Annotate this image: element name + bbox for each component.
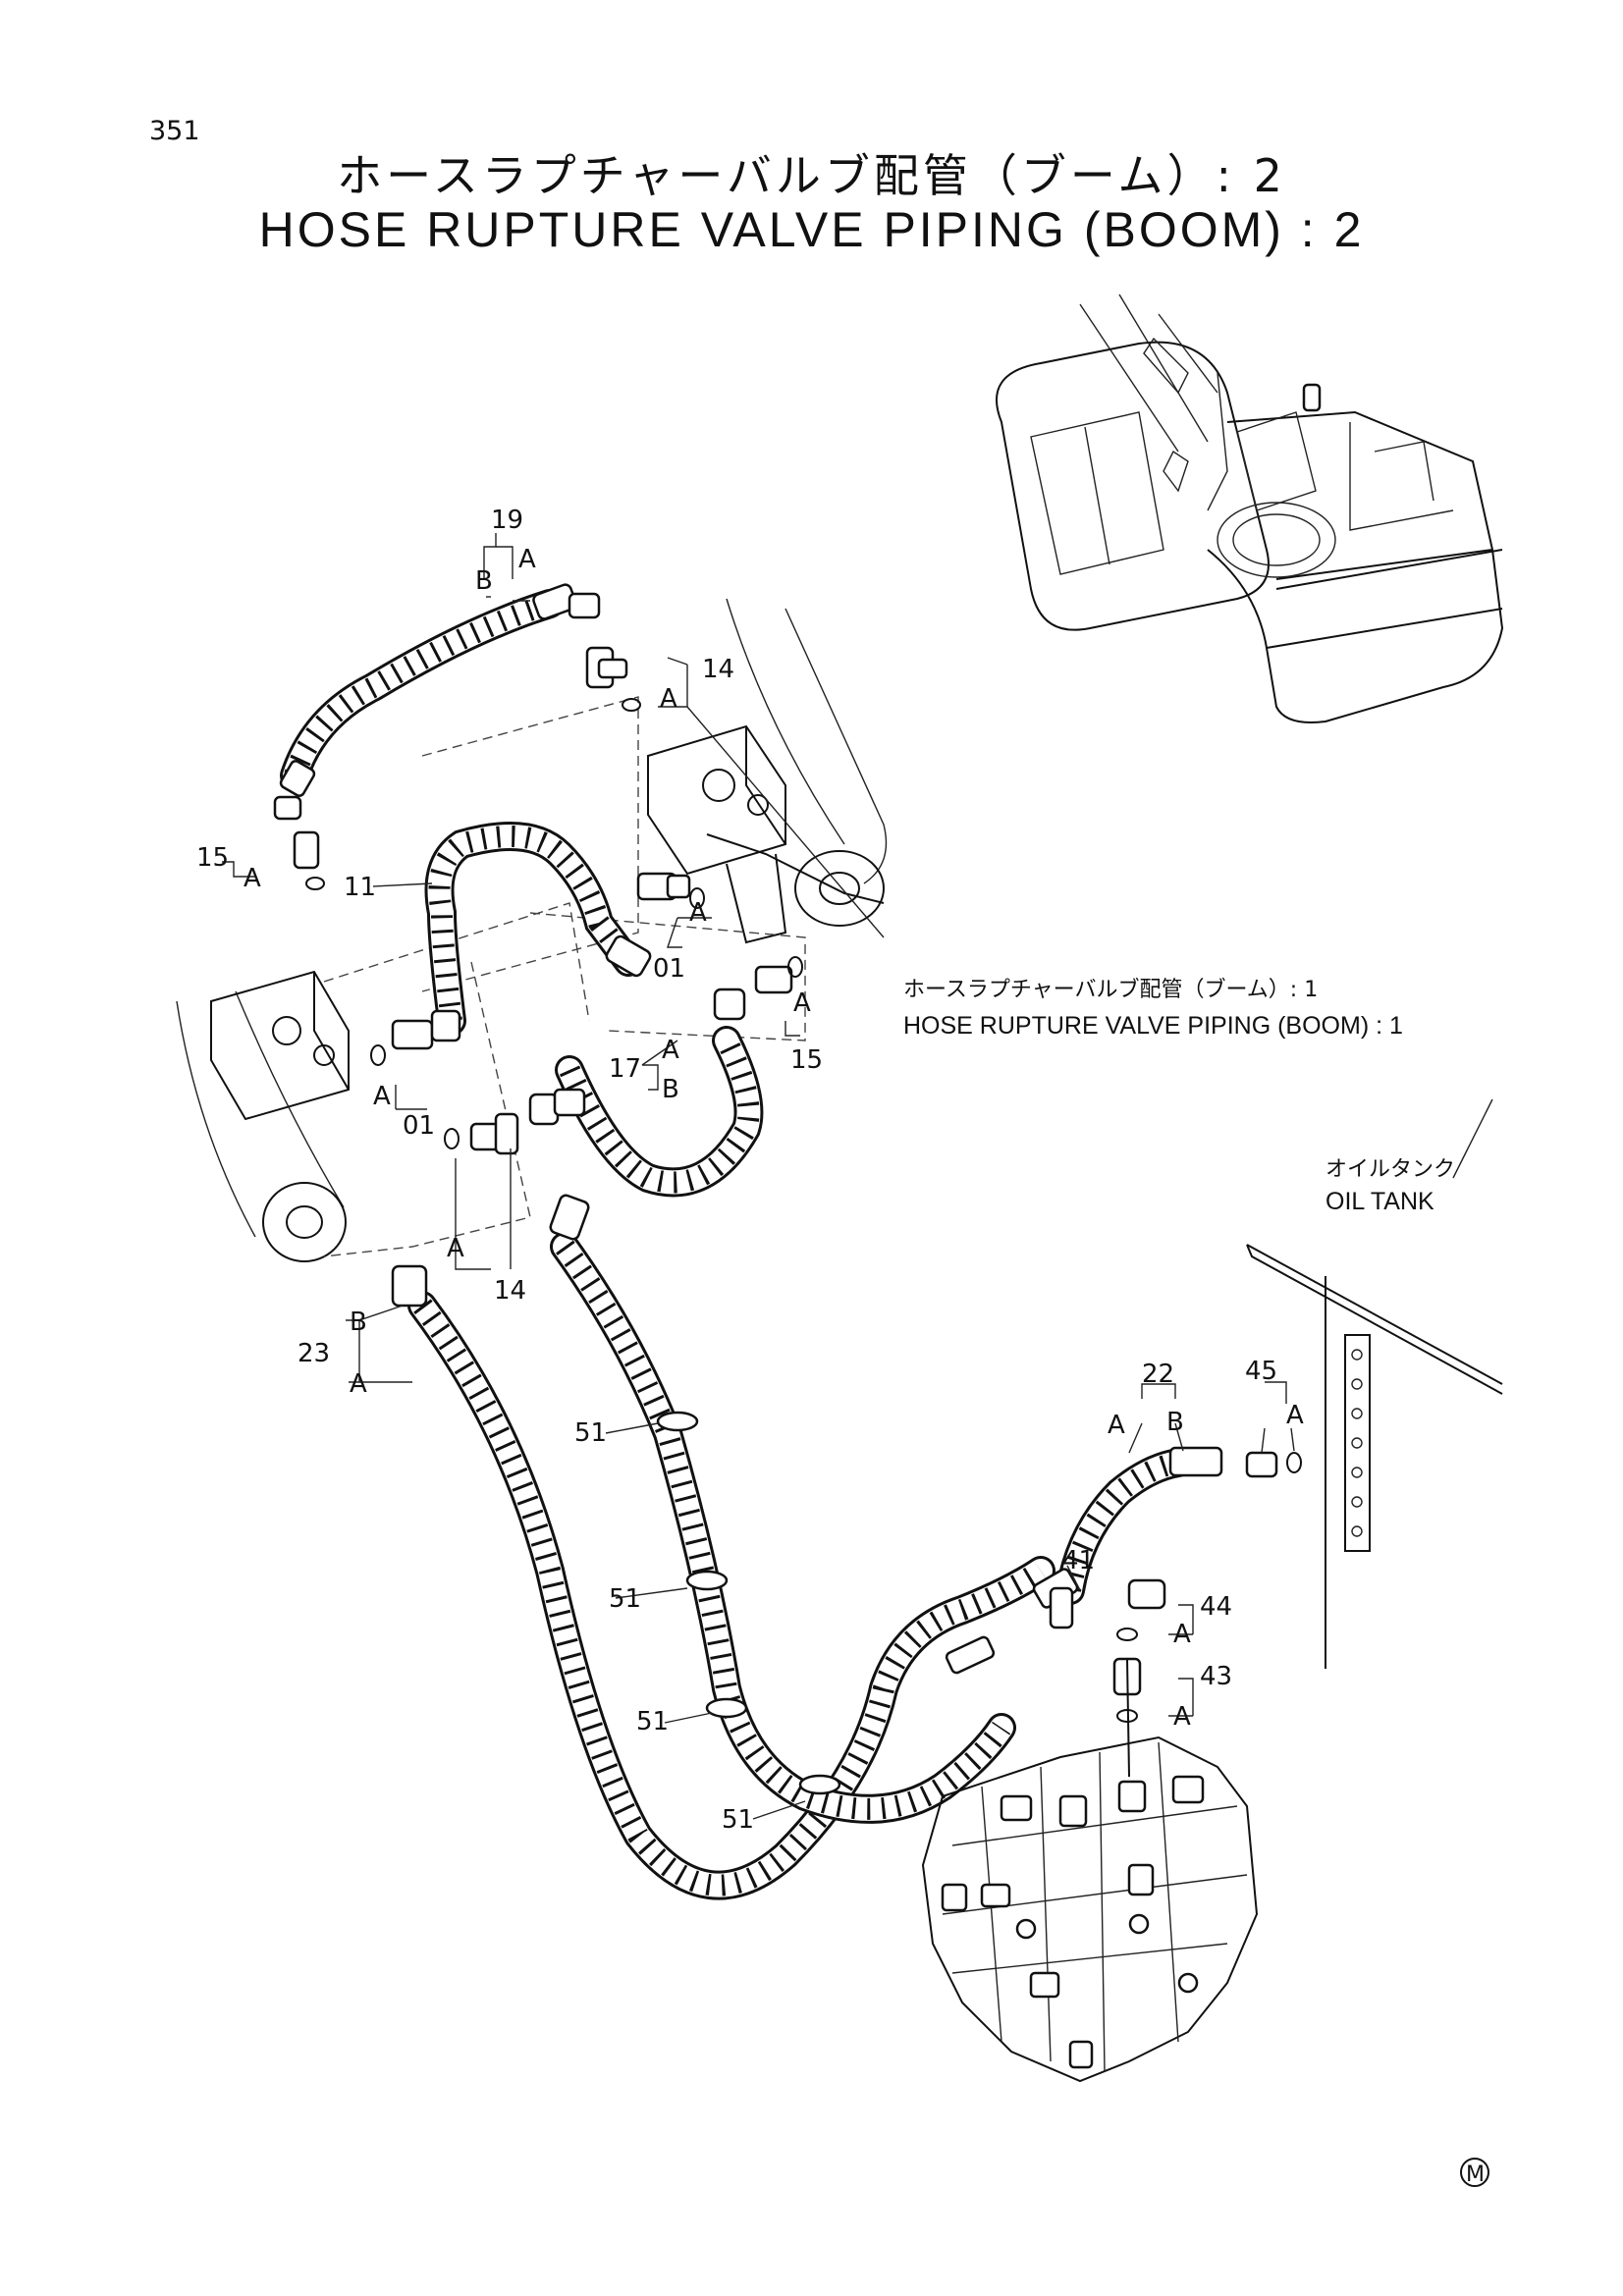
callout-15-left-A: A	[243, 864, 261, 893]
callout-15-left: 15	[196, 843, 229, 873]
callout-A-upper: A	[689, 898, 707, 928]
hose-19	[280, 589, 565, 790]
oil-tank-label-jp: オイルタンク	[1325, 1157, 1455, 1182]
callout-15-right: 15	[790, 1045, 823, 1075]
callout-19: 19	[491, 506, 523, 535]
control-valve-assembly	[921, 1658, 1259, 2083]
callout-23: 23	[298, 1339, 330, 1368]
callout-17-B: B	[662, 1075, 679, 1104]
oil-tank	[1246, 1098, 1503, 1669]
callout-17-A: A	[662, 1036, 679, 1065]
callout-19-B: B	[475, 566, 493, 596]
excavator-inset-illustration	[996, 294, 1504, 723]
hose-17	[555, 1026, 764, 1198]
callout-14-top-A: A	[660, 684, 677, 714]
callout-14-top: 14	[702, 655, 734, 684]
oil-tank-label-en: OIL TANK	[1325, 1188, 1434, 1215]
callout-22-A: A	[1108, 1411, 1125, 1440]
reference-piping-1-en: HOSE RUPTURE VALVE PIPING (BOOM) : 1	[903, 1012, 1403, 1040]
page-number: 351	[149, 116, 200, 146]
callout-51-b: 51	[609, 1584, 641, 1614]
callout-A-left: A	[373, 1082, 391, 1111]
callout-23-B: B	[350, 1308, 367, 1337]
o-rings	[305, 698, 1302, 1723]
callout-leaders	[222, 533, 1295, 1820]
callout-45-A: A	[1286, 1401, 1304, 1430]
callout-22: 22	[1142, 1360, 1174, 1389]
svg-text:M: M	[1466, 2163, 1485, 2187]
title-english: HOSE RUPTURE VALVE PIPING (BOOM) : 2	[258, 202, 1365, 257]
callout-51-c: 51	[636, 1707, 669, 1736]
reference-notes: ホースラプチャーバルブ配管（ブーム）: 1 HOSE RUPTURE VALVE…	[903, 978, 1455, 1215]
hose-51-bundle	[550, 1232, 1016, 1824]
callout-22-B: B	[1166, 1408, 1184, 1437]
callout-17: 17	[609, 1054, 641, 1084]
callout-23-A: A	[350, 1369, 367, 1399]
part-callouts: 19 B A 14 A 15 A 11 A 01 A 01 17 A B A 1…	[196, 506, 1304, 1835]
callout-01-left: 01	[403, 1111, 435, 1141]
callout-41: 41	[1062, 1546, 1095, 1575]
callout-01-upper: 01	[653, 954, 685, 984]
boom-cylinder-right	[647, 598, 888, 944]
callout-44-A: A	[1173, 1620, 1191, 1649]
callout-11: 11	[344, 873, 376, 902]
callout-43: 43	[1200, 1662, 1232, 1691]
callout-45: 45	[1245, 1357, 1277, 1386]
boom-cylinder-left	[176, 970, 350, 1262]
callout-A-right: A	[793, 988, 811, 1018]
callout-43-A: A	[1173, 1702, 1191, 1732]
reference-piping-1-jp: ホースラプチャーバルブ配管（ブーム）: 1	[903, 978, 1318, 1002]
hose-fittings	[273, 583, 1278, 1795]
callout-51-d: 51	[722, 1805, 754, 1835]
callout-A-lower: A	[447, 1234, 464, 1263]
callout-14-lower: 14	[494, 1276, 526, 1306]
title-japanese: ホースラプチャーバルブ配管（ブーム）: 2	[337, 149, 1286, 202]
hose-22	[1055, 1448, 1193, 1605]
hose-11	[424, 822, 643, 1036]
callout-51-a: 51	[574, 1418, 607, 1448]
callout-44: 44	[1200, 1592, 1232, 1622]
m-mark-symbol: M	[1460, 2158, 1489, 2187]
hose-23	[407, 1291, 1055, 1900]
callout-19-A: A	[518, 545, 536, 574]
